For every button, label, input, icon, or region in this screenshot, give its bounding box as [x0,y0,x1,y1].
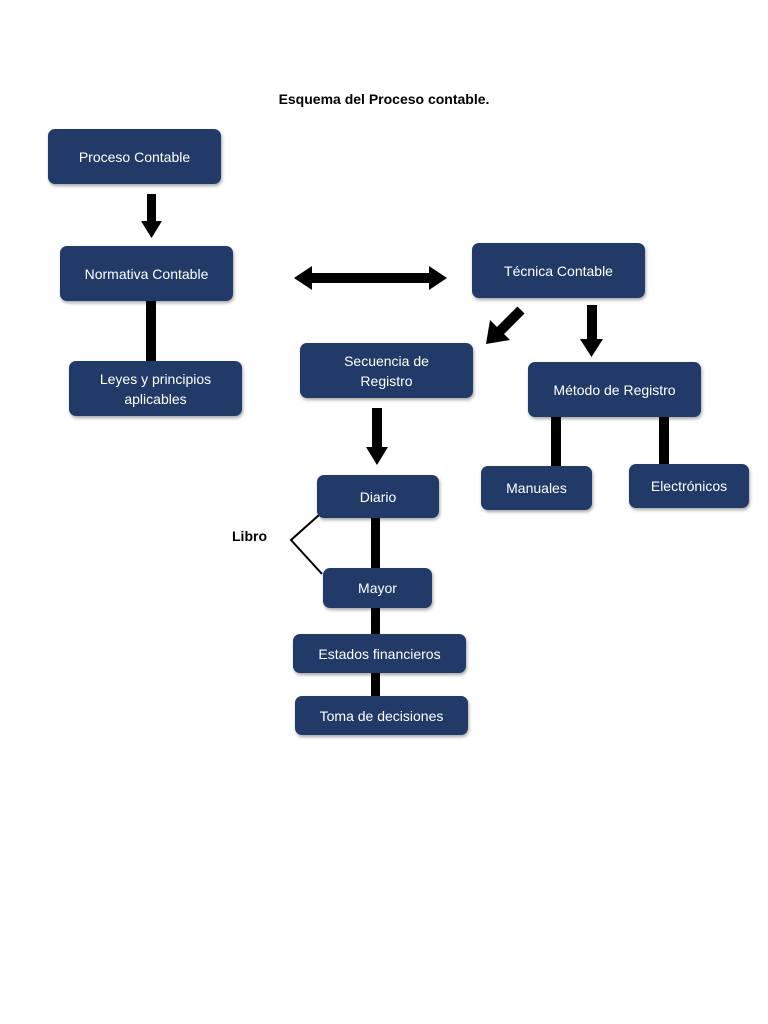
libro-bracket [289,514,323,575]
node-diario: Diario [317,475,439,518]
node-estados-financieros: Estados financieros [293,634,466,673]
node-secuencia-registro: Secuencia de Registro [300,343,473,398]
connector-mayor-estados [371,607,380,635]
node-leyes-principios: Leyes y principios aplicables [69,361,242,416]
arrow-down-tecnica-metodo [580,305,603,357]
node-toma-decisiones: Toma de decisiones [295,696,468,735]
node-label: Estados financieros [318,645,441,662]
connector-metodo-electronicos [659,417,669,465]
node-proceso-contable: Proceso Contable [48,129,221,184]
node-tecnica-contable: Técnica Contable [472,243,645,298]
arrow-down-proceso-normativa [141,194,162,238]
arrow-down-secuencia-diario [366,408,388,465]
node-label: Técnica Contable [504,262,613,279]
node-electronicos: Electrónicos [629,464,749,508]
libro-label: Libro [232,528,267,544]
arrow-diagonal-tecnica-secuencia [486,306,525,344]
node-metodo-registro: Método de Registro [528,362,701,417]
node-manuales: Manuales [481,466,592,510]
connector-diario-mayor [371,517,380,569]
connector-metodo-manuales [551,417,561,467]
node-label: Manuales [506,480,567,496]
node-label: Secuencia de Registro [344,352,429,389]
node-label: Leyes y principios aplicables [99,370,212,407]
page-title: Esquema del Proceso contable. [278,91,490,107]
connector-estados-toma [371,672,380,697]
node-label: Diario [359,488,397,505]
node-label: Electrónicos [650,478,728,494]
node-label: Toma de decisiones [319,707,444,724]
node-mayor: Mayor [323,568,432,608]
connector-normativa-leyes [146,300,156,363]
node-normativa-contable: Normativa Contable [60,246,233,301]
node-label: Normativa Contable [84,265,209,282]
node-label: Método de Registro [553,381,676,398]
double-arrow-normativa-tecnica [294,266,447,290]
node-label: Mayor [358,580,397,596]
node-label: Proceso Contable [78,148,191,165]
